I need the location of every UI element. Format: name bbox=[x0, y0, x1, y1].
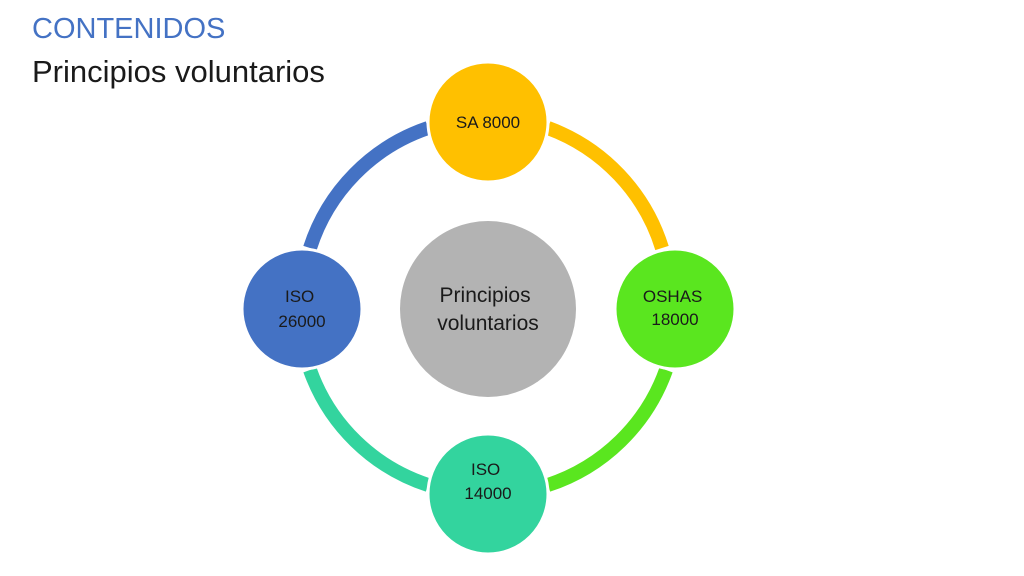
svg-text:ISO 26000: ISO 26000 bbox=[278, 287, 325, 331]
node-iso-14000: ISO 14000 bbox=[426, 432, 550, 556]
arc-oshas-to-iso14000 bbox=[545, 367, 673, 492]
connector-arcs bbox=[303, 121, 673, 492]
svg-text:SA 8000: SA 8000 bbox=[456, 113, 520, 132]
node-oshas-18000-label-line-1: OSHAS bbox=[643, 287, 703, 306]
node-iso-26000-label-line-1: ISO bbox=[285, 287, 314, 306]
node-oshas-18000: OSHAS 18000 bbox=[613, 247, 737, 371]
slide-subheading: Principios voluntarios bbox=[32, 54, 325, 89]
arc-iso26000-to-sa8000 bbox=[303, 121, 431, 251]
node-iso-26000-circle bbox=[240, 247, 364, 371]
node-oshas-18000-label-line-2: 18000 bbox=[651, 310, 698, 329]
center-label-line-1: Principios bbox=[440, 284, 531, 307]
svg-text:Principios voluntarios: Principios voluntarios bbox=[437, 284, 539, 335]
svg-text:OSHAS 18000: OSHAS 18000 bbox=[643, 287, 707, 329]
arc-sa8000-to-oshas bbox=[545, 121, 669, 251]
slide-heading: CONTENIDOS bbox=[32, 13, 226, 45]
node-oshas-18000-circle bbox=[613, 247, 737, 371]
arc-iso14000-to-iso26000 bbox=[303, 367, 431, 492]
svg-text:ISO 14000: ISO 14000 bbox=[464, 460, 511, 503]
node-sa-8000-label: SA 8000 bbox=[456, 113, 520, 132]
center-node: Principios voluntarios bbox=[400, 221, 576, 397]
center-label-line-2: voluntarios bbox=[437, 312, 539, 335]
node-sa-8000-circle bbox=[426, 60, 550, 184]
center-circle bbox=[400, 221, 576, 397]
node-sa-8000: SA 8000 bbox=[426, 60, 550, 184]
node-iso-14000-label-line-2: 14000 bbox=[464, 484, 511, 503]
node-iso-14000-label-line-1: ISO bbox=[471, 460, 500, 479]
node-iso-26000-label-line-2: 26000 bbox=[278, 312, 325, 331]
node-iso-26000: ISO 26000 bbox=[240, 247, 364, 371]
node-iso-14000-circle bbox=[426, 432, 550, 556]
